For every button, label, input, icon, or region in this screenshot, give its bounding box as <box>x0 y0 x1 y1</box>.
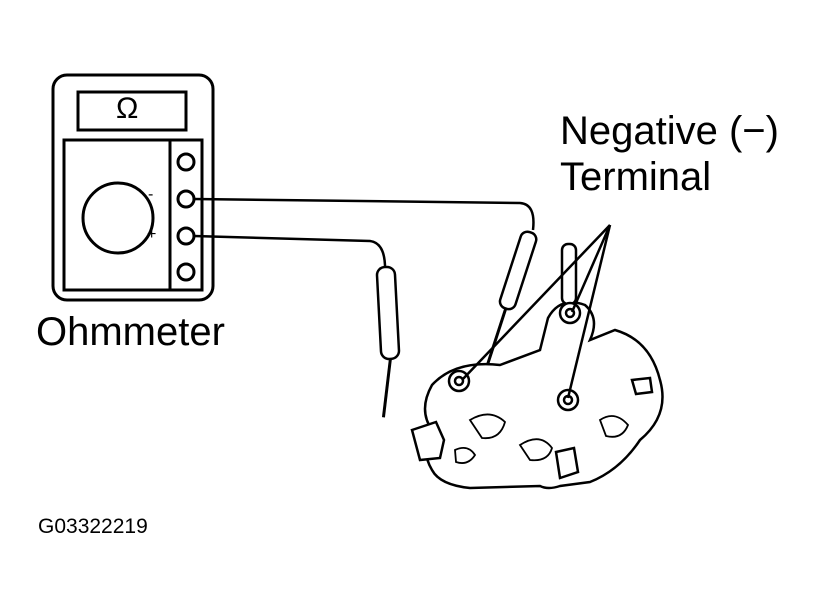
diode-terminal-right <box>630 376 654 396</box>
ohmmeter-dial <box>81 181 155 255</box>
diode-terminal-bottom <box>554 446 580 480</box>
negative-lead-wire <box>193 197 535 231</box>
test-leads <box>193 197 535 273</box>
leader-line-1 <box>461 224 611 381</box>
leader-line-3 <box>566 224 612 399</box>
negative-terminal-label: Negative (−) Terminal <box>560 108 779 200</box>
probe-positive <box>375 265 401 418</box>
ohmmeter-face <box>62 138 204 292</box>
casting-texture <box>454 413 630 464</box>
ohmmeter-case <box>51 73 215 302</box>
ohmmeter <box>51 73 215 302</box>
ohmmeter-display <box>76 90 188 132</box>
figure-code: G03322219 <box>38 515 148 538</box>
probes <box>375 230 538 418</box>
meter-jack-1 <box>176 152 196 172</box>
leader-lines <box>461 224 612 399</box>
diode-terminal-left <box>410 420 446 462</box>
negative-terminal-label-line2: Terminal <box>560 155 712 199</box>
leader-line-2 <box>570 224 612 313</box>
rectifier-assembly <box>410 242 664 490</box>
neg-terminal-1-center <box>453 375 465 387</box>
plus-sign: + <box>147 226 157 243</box>
minus-sign: - <box>148 186 154 203</box>
negative-terminal-label-line1: Negative (−) <box>560 109 779 153</box>
ohm-symbol: Ω <box>116 92 139 125</box>
positive-lead-wire <box>193 234 387 273</box>
meter-jack-negative <box>176 189 196 209</box>
ohmmeter-label: Ohmmeter <box>36 310 225 354</box>
meter-jack-4 <box>176 262 196 282</box>
meter-jack-positive <box>176 226 196 246</box>
